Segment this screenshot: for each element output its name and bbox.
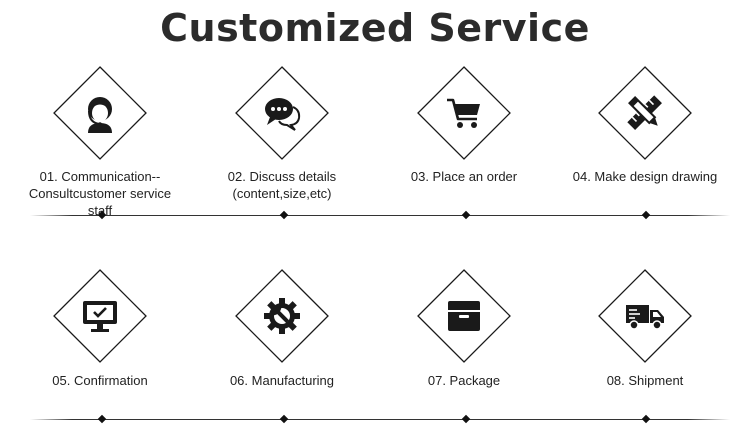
- step-label: 05. Confirmation: [52, 373, 148, 388]
- diamond-frame: [417, 269, 511, 363]
- timeline-row-1: [30, 215, 730, 216]
- step-label: 03. Place an order: [410, 169, 518, 184]
- diamond-frame: [598, 269, 692, 363]
- timeline-dot: [641, 210, 651, 220]
- step-label: 04. Make design drawing: [572, 169, 718, 184]
- step-badge: [53, 66, 147, 160]
- step-label: 08. Shipment: [606, 373, 684, 388]
- timeline-row-2: [30, 419, 730, 420]
- timeline-dot: [279, 414, 289, 424]
- timeline-dot: [279, 210, 289, 220]
- diamond-frame: [235, 66, 329, 160]
- gear-wrench-icon: [262, 296, 302, 336]
- package-box-icon: [444, 296, 484, 336]
- diamond-frame: [598, 66, 692, 160]
- diamond-frame: [53, 269, 147, 363]
- step-badge: [235, 66, 329, 160]
- step-badge: [417, 269, 511, 363]
- chat-bubbles-icon: [262, 93, 302, 133]
- page-title: Customized Service: [160, 6, 590, 50]
- step-badge: [53, 269, 147, 363]
- diamond-frame: [417, 66, 511, 160]
- step-label: 06. Manufacturing: [229, 373, 335, 388]
- delivery-truck-icon: [625, 296, 665, 336]
- step-label: 02. Discuss details (content,size,etc): [227, 169, 337, 201]
- step-badge: [417, 66, 511, 160]
- step-label: 01. Communication-- Consultcustomer serv…: [28, 169, 172, 218]
- timeline-dot: [641, 414, 651, 424]
- step-badge: [598, 269, 692, 363]
- step-label: 07. Package: [427, 373, 501, 388]
- customer-service-agent-icon: [80, 93, 120, 133]
- timeline-dot: [461, 414, 471, 424]
- monitor-check-icon: [80, 296, 120, 336]
- step-badge: [235, 269, 329, 363]
- ruler-pencil-icon: [625, 93, 665, 133]
- step-badge: [598, 66, 692, 160]
- timeline-dot: [461, 210, 471, 220]
- diamond-frame: [235, 269, 329, 363]
- shopping-cart-icon: [444, 93, 484, 133]
- diamond-frame: [53, 66, 147, 160]
- timeline-dot: [97, 414, 107, 424]
